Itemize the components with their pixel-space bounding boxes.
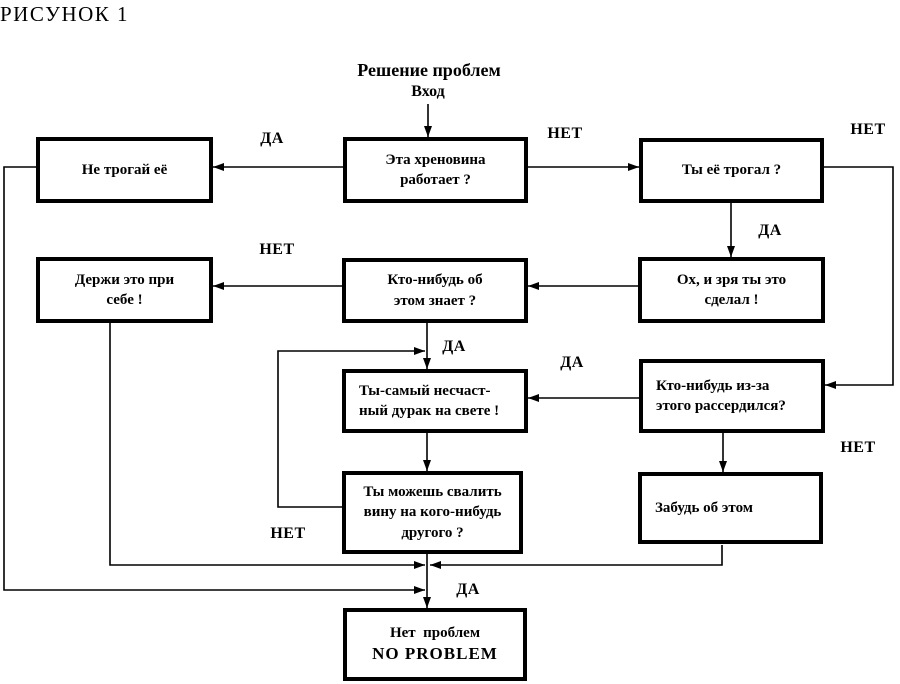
edge-label-works-yes: ДА	[260, 130, 284, 147]
node-shouldnt-have-done-label: Ох, и зря ты это сделал !	[676, 271, 787, 308]
node-shouldnt-have-done: Ох, и зря ты это сделал !	[638, 257, 825, 323]
edge-label-angry-no: НЕТ	[840, 439, 876, 456]
node-dont-touch: Не трогай её	[36, 137, 213, 203]
node-anyone-knows: Кто-нибудь об этом знает ?	[342, 258, 528, 323]
figure-label: РИСУНОК 1	[0, 2, 130, 26]
node-dont-touch-label: Не трогай её	[81, 161, 168, 178]
node-forget-it-label: Забудь об этом	[655, 499, 754, 516]
node-no-problem-label-en: NO PROBLEM	[372, 644, 498, 664]
edge-label-knows-no: НЕТ	[259, 241, 295, 258]
node-keep-to-yourself: Держи это при себе !	[36, 257, 213, 323]
node-anyone-angry: Кто-нибудь из-за этого рассердился?	[639, 359, 825, 433]
node-no-problem: Нет проблем NO PROBLEM	[343, 608, 527, 681]
edge-label-knows-yes: ДА	[442, 338, 466, 355]
edge-forget-to-join	[430, 545, 723, 569]
edge-label-blame-yes: ДА	[456, 581, 480, 598]
node-anyone-knows-label: Кто-нибудь об этом знает ?	[387, 272, 483, 309]
node-does-it-work-label: Эта хреновина работает ?	[385, 151, 486, 188]
node-miserable-fool-label: Ты-самый несчаст- ный дурак на свете !	[359, 382, 500, 419]
edge-label-works-no: НЕТ	[547, 125, 583, 142]
chart-title: Решение проблем	[357, 60, 501, 80]
node-forget-it: Забудь об этом	[638, 472, 823, 544]
edge-blame-no-loop	[277, 347, 425, 508]
node-can-blame-someone: Ты можешь свалить вину на кого-нибудь др…	[342, 471, 523, 554]
node-did-you-touch: Ты её трогал ?	[639, 138, 824, 203]
edge-label-touched-no: НЕТ	[850, 121, 886, 138]
node-does-it-work: Эта хреновина работает ?	[343, 137, 528, 203]
edge-dont-touch-to-join	[3, 166, 425, 594]
entry-label: Вход	[411, 83, 445, 100]
node-can-blame-someone-label: Ты можешь свалить вину на кого-нибудь др…	[363, 484, 502, 541]
node-did-you-touch-label: Ты её трогал ?	[681, 162, 782, 179]
edge-label-blame-no: НЕТ	[270, 525, 306, 542]
node-keep-to-yourself-label: Держи это при себе !	[74, 271, 175, 308]
edge-label-angry-yes: ДА	[560, 354, 584, 371]
node-no-problem-label-ru: Нет проблем	[389, 624, 481, 641]
edge-touched-no	[824, 166, 894, 389]
node-miserable-fool: Ты-самый несчаст- ный дурак на свете !	[342, 369, 528, 433]
edge-label-touched-yes: ДА	[758, 222, 782, 239]
edge-keep-to-join	[109, 323, 425, 569]
node-anyone-angry-label: Кто-нибудь из-за этого рассердился?	[656, 377, 786, 414]
